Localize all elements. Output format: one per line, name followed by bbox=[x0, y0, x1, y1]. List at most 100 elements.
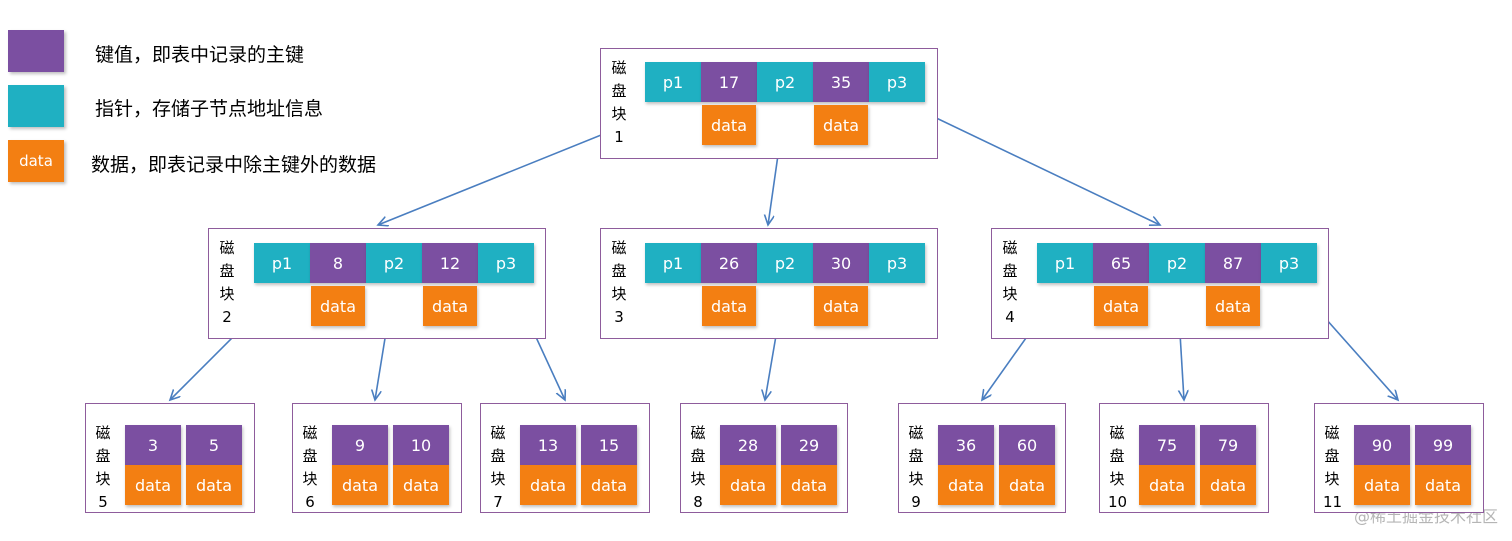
block-char: 盘 bbox=[1324, 447, 1340, 465]
data-cell: data bbox=[781, 465, 837, 505]
block-char: 磁 bbox=[1002, 239, 1018, 257]
block-number: 8 bbox=[693, 493, 703, 511]
pointer-cell: p2 bbox=[757, 62, 813, 102]
pointer-cell: p3 bbox=[478, 243, 534, 283]
data-cell: data bbox=[311, 286, 365, 326]
block-char: 磁 bbox=[611, 239, 627, 257]
block-char: 盘 bbox=[302, 447, 318, 465]
data-cell: data bbox=[1094, 286, 1148, 326]
key-cell: 13 bbox=[520, 425, 576, 465]
data-cell: data bbox=[1354, 465, 1410, 505]
data-cell: data bbox=[520, 465, 576, 505]
pointer-cell: p2 bbox=[757, 243, 813, 283]
legend-key-text: 键值，即表中记录的主键 bbox=[95, 44, 305, 66]
block-number: 7 bbox=[493, 493, 503, 511]
pointer-cell: p1 bbox=[254, 243, 310, 283]
block-char: 块 bbox=[690, 470, 706, 488]
pointer-cell: p2 bbox=[366, 243, 422, 283]
block-char: 盘 bbox=[690, 447, 706, 465]
data-cell: data bbox=[393, 465, 449, 505]
block-char: 磁 bbox=[302, 424, 318, 442]
block-char: 盘 bbox=[611, 82, 627, 100]
block-char: 磁 bbox=[1324, 424, 1340, 442]
block-label: 磁盘块 8 bbox=[689, 422, 707, 514]
block-label: 磁盘块 11 bbox=[1323, 422, 1343, 514]
block-number: 3 bbox=[614, 308, 624, 326]
block-number: 11 bbox=[1323, 493, 1343, 511]
block-char: 块 bbox=[302, 470, 318, 488]
key-cell: 60 bbox=[999, 425, 1055, 465]
block-char: 块 bbox=[1109, 470, 1125, 488]
block-char: 块 bbox=[1324, 470, 1340, 488]
block-label: 磁盘块 1 bbox=[610, 57, 628, 149]
data-cell: data bbox=[702, 286, 756, 326]
block-number: 4 bbox=[1005, 308, 1015, 326]
data-cell: data bbox=[581, 465, 637, 505]
key-cell: 26 bbox=[701, 243, 757, 283]
block-char: 块 bbox=[95, 470, 111, 488]
block-char: 磁 bbox=[1109, 424, 1125, 442]
legend-data-text: 数据，即表记录中除主键外的数据 bbox=[91, 154, 377, 176]
key-cell: 75 bbox=[1139, 425, 1195, 465]
block-char: 盘 bbox=[908, 447, 924, 465]
pointer-cell: p1 bbox=[645, 243, 701, 283]
data-cell: data bbox=[938, 465, 994, 505]
arrow-root-p3 bbox=[906, 103, 1160, 225]
data-cell: data bbox=[814, 286, 868, 326]
block-char: 盘 bbox=[611, 262, 627, 280]
pointer-cell: p1 bbox=[645, 62, 701, 102]
block-number: 9 bbox=[911, 493, 921, 511]
block-char: 盘 bbox=[219, 262, 235, 280]
pointer-cell: p3 bbox=[869, 62, 925, 102]
block-number: 6 bbox=[305, 493, 315, 511]
block-char: 块 bbox=[611, 105, 627, 123]
block-char: 磁 bbox=[690, 424, 706, 442]
key-cell: 10 bbox=[393, 425, 449, 465]
pointer-cell: p2 bbox=[1149, 243, 1205, 283]
data-cell: data bbox=[1206, 286, 1260, 326]
block-char: 磁 bbox=[611, 59, 627, 77]
block-char: 块 bbox=[908, 470, 924, 488]
block-char: 块 bbox=[611, 285, 627, 303]
data-cell: data bbox=[186, 465, 242, 505]
block-label: 磁盘块 5 bbox=[94, 422, 112, 514]
data-cell: data bbox=[1415, 465, 1471, 505]
block-number: 1 bbox=[614, 128, 624, 146]
block-char: 盘 bbox=[1109, 447, 1125, 465]
pointer-cell: p3 bbox=[1261, 243, 1317, 283]
key-cell: 87 bbox=[1205, 243, 1261, 283]
data-cell: data bbox=[125, 465, 181, 505]
data-cell: data bbox=[1139, 465, 1195, 505]
block-char: 块 bbox=[219, 285, 235, 303]
block-label: 磁盘块 3 bbox=[610, 237, 628, 329]
block-char: 盘 bbox=[1002, 262, 1018, 280]
key-cell: 28 bbox=[720, 425, 776, 465]
key-cell: 17 bbox=[701, 62, 757, 102]
data-cell: data bbox=[999, 465, 1055, 505]
block-number: 5 bbox=[98, 493, 108, 511]
block-number: 2 bbox=[222, 308, 232, 326]
pointer-cell: p3 bbox=[869, 243, 925, 283]
legend-pointer-swatch bbox=[8, 85, 64, 127]
key-cell: 3 bbox=[125, 425, 181, 465]
key-cell: 9 bbox=[332, 425, 388, 465]
block-char: 盘 bbox=[490, 447, 506, 465]
block-char: 盘 bbox=[95, 447, 111, 465]
key-cell: 15 bbox=[581, 425, 637, 465]
data-cell: data bbox=[332, 465, 388, 505]
key-cell: 5 bbox=[186, 425, 242, 465]
key-cell: 90 bbox=[1354, 425, 1410, 465]
key-cell: 79 bbox=[1200, 425, 1256, 465]
block-char: 磁 bbox=[95, 424, 111, 442]
legend-pointer-text: 指针，存储子节点地址信息 bbox=[95, 98, 324, 120]
block-char: 磁 bbox=[219, 239, 235, 257]
key-cell: 35 bbox=[813, 62, 869, 102]
data-cell: data bbox=[814, 105, 868, 145]
key-cell: 30 bbox=[813, 243, 869, 283]
block-char: 块 bbox=[490, 470, 506, 488]
data-cell: data bbox=[702, 105, 756, 145]
pointer-cell: p1 bbox=[1037, 243, 1093, 283]
